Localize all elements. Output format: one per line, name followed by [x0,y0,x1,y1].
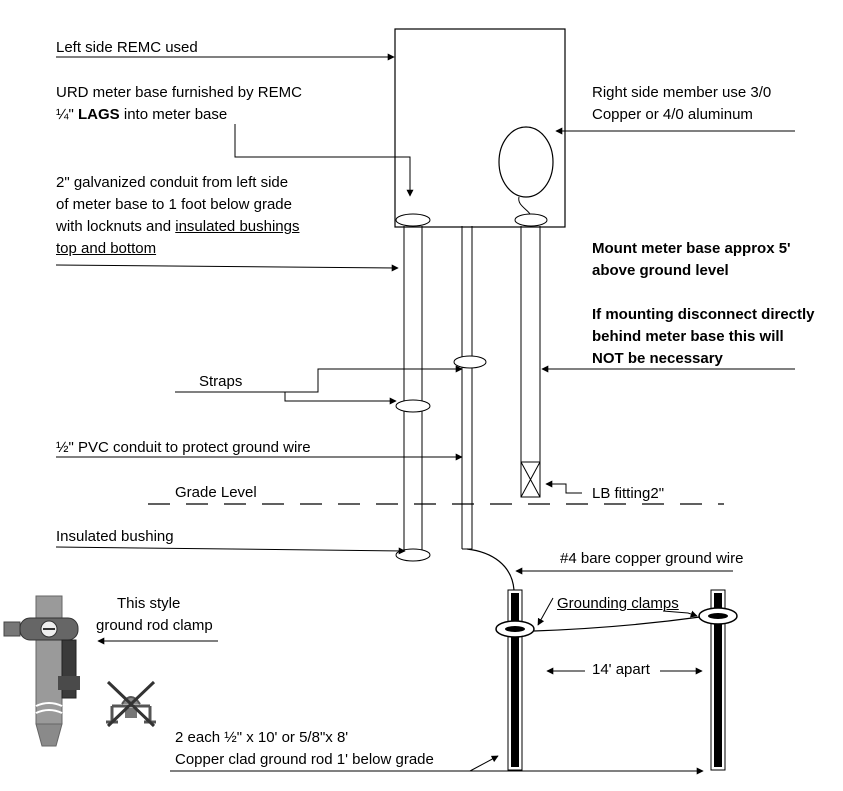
meter-base [394,28,566,228]
label-lags-bold: LAGS [78,106,120,123]
top-bushing-right [514,213,548,227]
arrow-insulated-bushing [55,546,406,555]
label-conduit-3-plain: with locknuts and [56,218,176,235]
label-rod-1: 2 each ½" x 10' or 5/8"x 8' [175,729,349,746]
label-right-side-2: Copper or 4/0 aluminum [592,106,753,123]
label-lags-suffix: into meter base [119,106,228,123]
rod-bond-wire [533,616,701,632]
label-grade-level: Grade Level [175,484,257,501]
arrow-clamp-left [537,597,554,626]
label-left-side: Left side REMC used [56,39,198,56]
label-grounding-clamps: Grounding clamps [557,595,679,612]
meter-socket [498,126,554,198]
label-disconnect-1: If mounting disconnect directly [592,306,815,323]
label-rod-2: Copper clad ground rod 1' below grade [175,751,434,768]
arrow-rod-left [469,755,499,772]
strap-pvc [453,355,487,369]
label-insulated-bushing: Insulated bushing [56,528,174,545]
label-straps: Straps [199,373,243,390]
label-style-1: This style [117,595,181,612]
label-conduit-3: with locknuts and insulated bushings [56,216,300,238]
socket-stem [518,196,531,215]
label-bare-copper: #4 bare copper ground wire [560,550,744,567]
label-urd-meter-base: URD meter base furnished by REMC [56,84,302,101]
label-mount-1: Mount meter base approx 5' [592,240,791,257]
label-lb-fitting: LB fitting2" [592,485,665,502]
label-style-2: ground rod clamp [96,617,213,634]
arrow-conduit [55,264,399,272]
label-mount-2: above ground level [592,262,729,279]
arrow-lb [545,480,582,494]
arrow-straps-top [175,365,463,393]
label-conduit-3-underlined: insulated bushings [175,218,300,235]
clamp-right-inner [708,613,728,619]
label-lags: ¼" LAGS into meter base [56,104,227,126]
not-this-clamp-illustration [106,680,156,728]
label-right-side-1: Right side member use 3/0 [592,84,772,101]
label-pvc-conduit: ½" PVC conduit to protect ground wire [56,439,311,456]
arrow-lags [234,124,414,197]
label-disconnect-2: behind meter base this will [592,328,784,345]
lb-fitting-x2 [520,461,541,498]
label-14-apart: 14' apart [592,661,650,678]
label-conduit-2: of meter base to 1 foot below grade [56,196,292,213]
ground-rod-right-core [714,593,722,767]
label-lags-prefix: ¼" [56,106,79,123]
ground-wire [466,548,515,591]
top-bushing-left [395,213,431,227]
clamp-left-inner [505,626,525,632]
label-conduit-4: top and bottom [56,240,157,257]
ground-rod-clamp-illustration [3,595,80,747]
arrow-clamp-right [662,610,698,618]
label-conduit-1: 2" galvanized conduit from left side [56,174,289,191]
ground-rod-left-core [511,593,519,767]
arrow-straps-bottom [284,392,397,405]
strap-galv [395,399,431,413]
label-disconnect-3: NOT be necessary [592,350,723,367]
